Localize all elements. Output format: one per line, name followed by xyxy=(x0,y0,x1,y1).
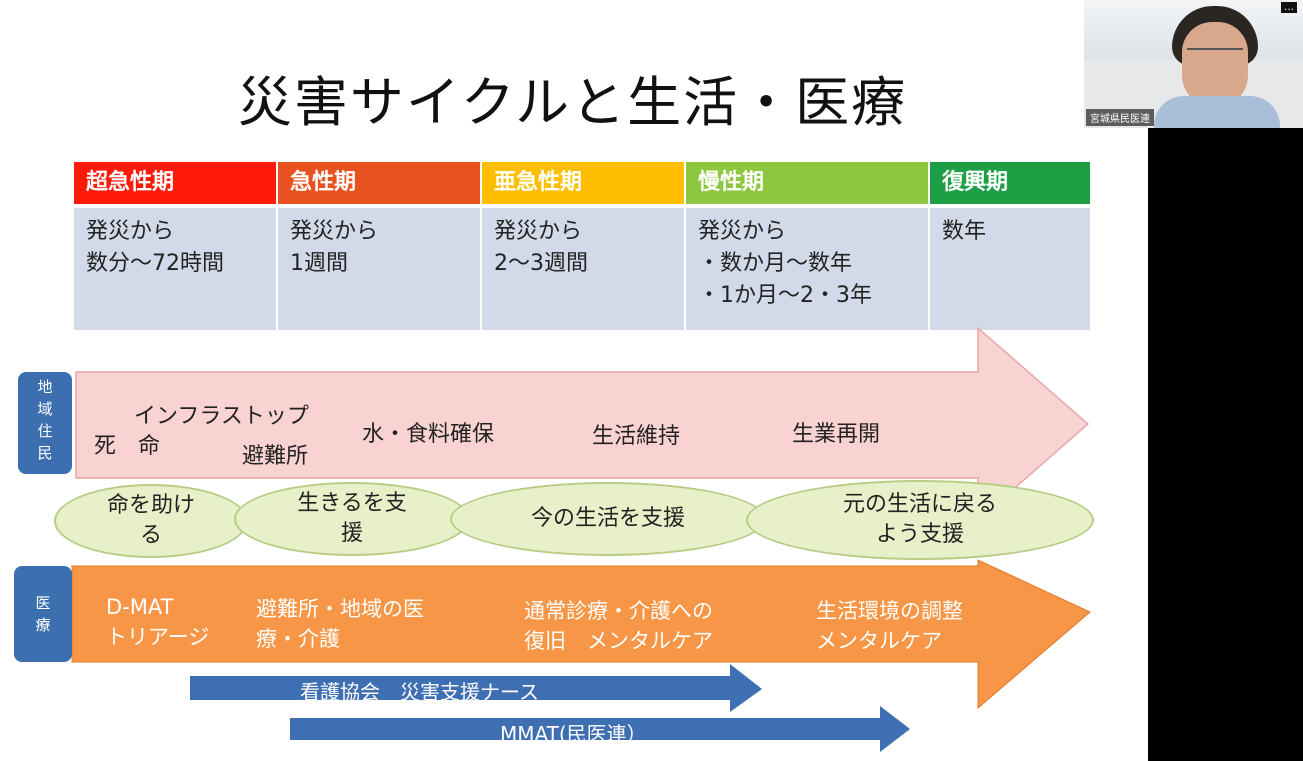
participant-name: 宮城県民医連 xyxy=(1086,109,1154,126)
participant-glasses xyxy=(1187,48,1243,60)
medical-item-restore-care: 通常診療・介護への 復旧 メンタルケア xyxy=(524,599,713,653)
phase-header-acute: 急性期 xyxy=(278,162,480,204)
mmat-bar-label: MMAT(民医連） xyxy=(500,722,647,746)
participant-video[interactable]: 宮城県民医連 … xyxy=(1084,0,1303,128)
nurse-bar-arrow xyxy=(190,664,762,712)
resident-label: 地 域 住 民 xyxy=(18,372,72,474)
medical-item-environment: 生活環境の調整 メンタルケア xyxy=(816,599,963,653)
phase-desc-hyperacute: 発災から 数分〜72時間 xyxy=(74,208,276,330)
phase-desc-recovery: 数年 xyxy=(930,208,1090,330)
phase-desc-subacute: 発災から 2〜3週間 xyxy=(482,208,684,330)
resident-item-livelihood: 生活維持 xyxy=(592,424,681,449)
participant-face xyxy=(1182,22,1248,108)
resident-item-food-water: 水・食料確保 xyxy=(362,422,495,447)
phase-desc-acute: 発災から 1週間 xyxy=(278,208,480,330)
phase-header-subacute: 亜急性期 xyxy=(482,162,684,204)
medical-arrow xyxy=(71,559,1091,710)
support-oval-save-life: 命を助け る xyxy=(54,484,248,558)
medical-item-shelter-care: 避難所・地域の医 療・介護 xyxy=(256,597,424,651)
phase-desc-chronic: 発災から ・数か月〜数年 ・1か月〜2・3年 xyxy=(686,208,928,330)
medical-label: 医 療 xyxy=(14,566,72,662)
medical-item-dmat: D-MAT トリアージ xyxy=(106,595,210,649)
support-oval-current-life: 今の生活を支援 xyxy=(450,482,766,556)
resident-item-life: 死 命 xyxy=(94,434,161,459)
participant-shirt xyxy=(1154,96,1280,128)
support-oval-return-life: 元の生活に戻る よう支援 xyxy=(746,480,1094,560)
mmat-bar-arrow xyxy=(290,706,910,752)
resident-item-business-restart: 生業再開 xyxy=(792,422,881,447)
support-oval-support-living: 生きるを支 援 xyxy=(234,482,470,556)
phase-header-recovery: 復興期 xyxy=(930,162,1090,204)
slide-title: 災害サイクルと生活・医療 xyxy=(237,71,908,134)
resident-arrow xyxy=(75,326,1090,522)
nurse-bar-label: 看護協会 災害支援ナース xyxy=(300,680,539,704)
video-menu-icon[interactable]: … xyxy=(1281,2,1297,13)
resident-item-infrastructure: インフラストップ xyxy=(134,404,309,429)
resident-item-shelter: 避難所 xyxy=(242,444,309,469)
phase-header-hyperacute: 超急性期 xyxy=(74,162,276,204)
phase-header-chronic: 慢性期 xyxy=(686,162,928,204)
